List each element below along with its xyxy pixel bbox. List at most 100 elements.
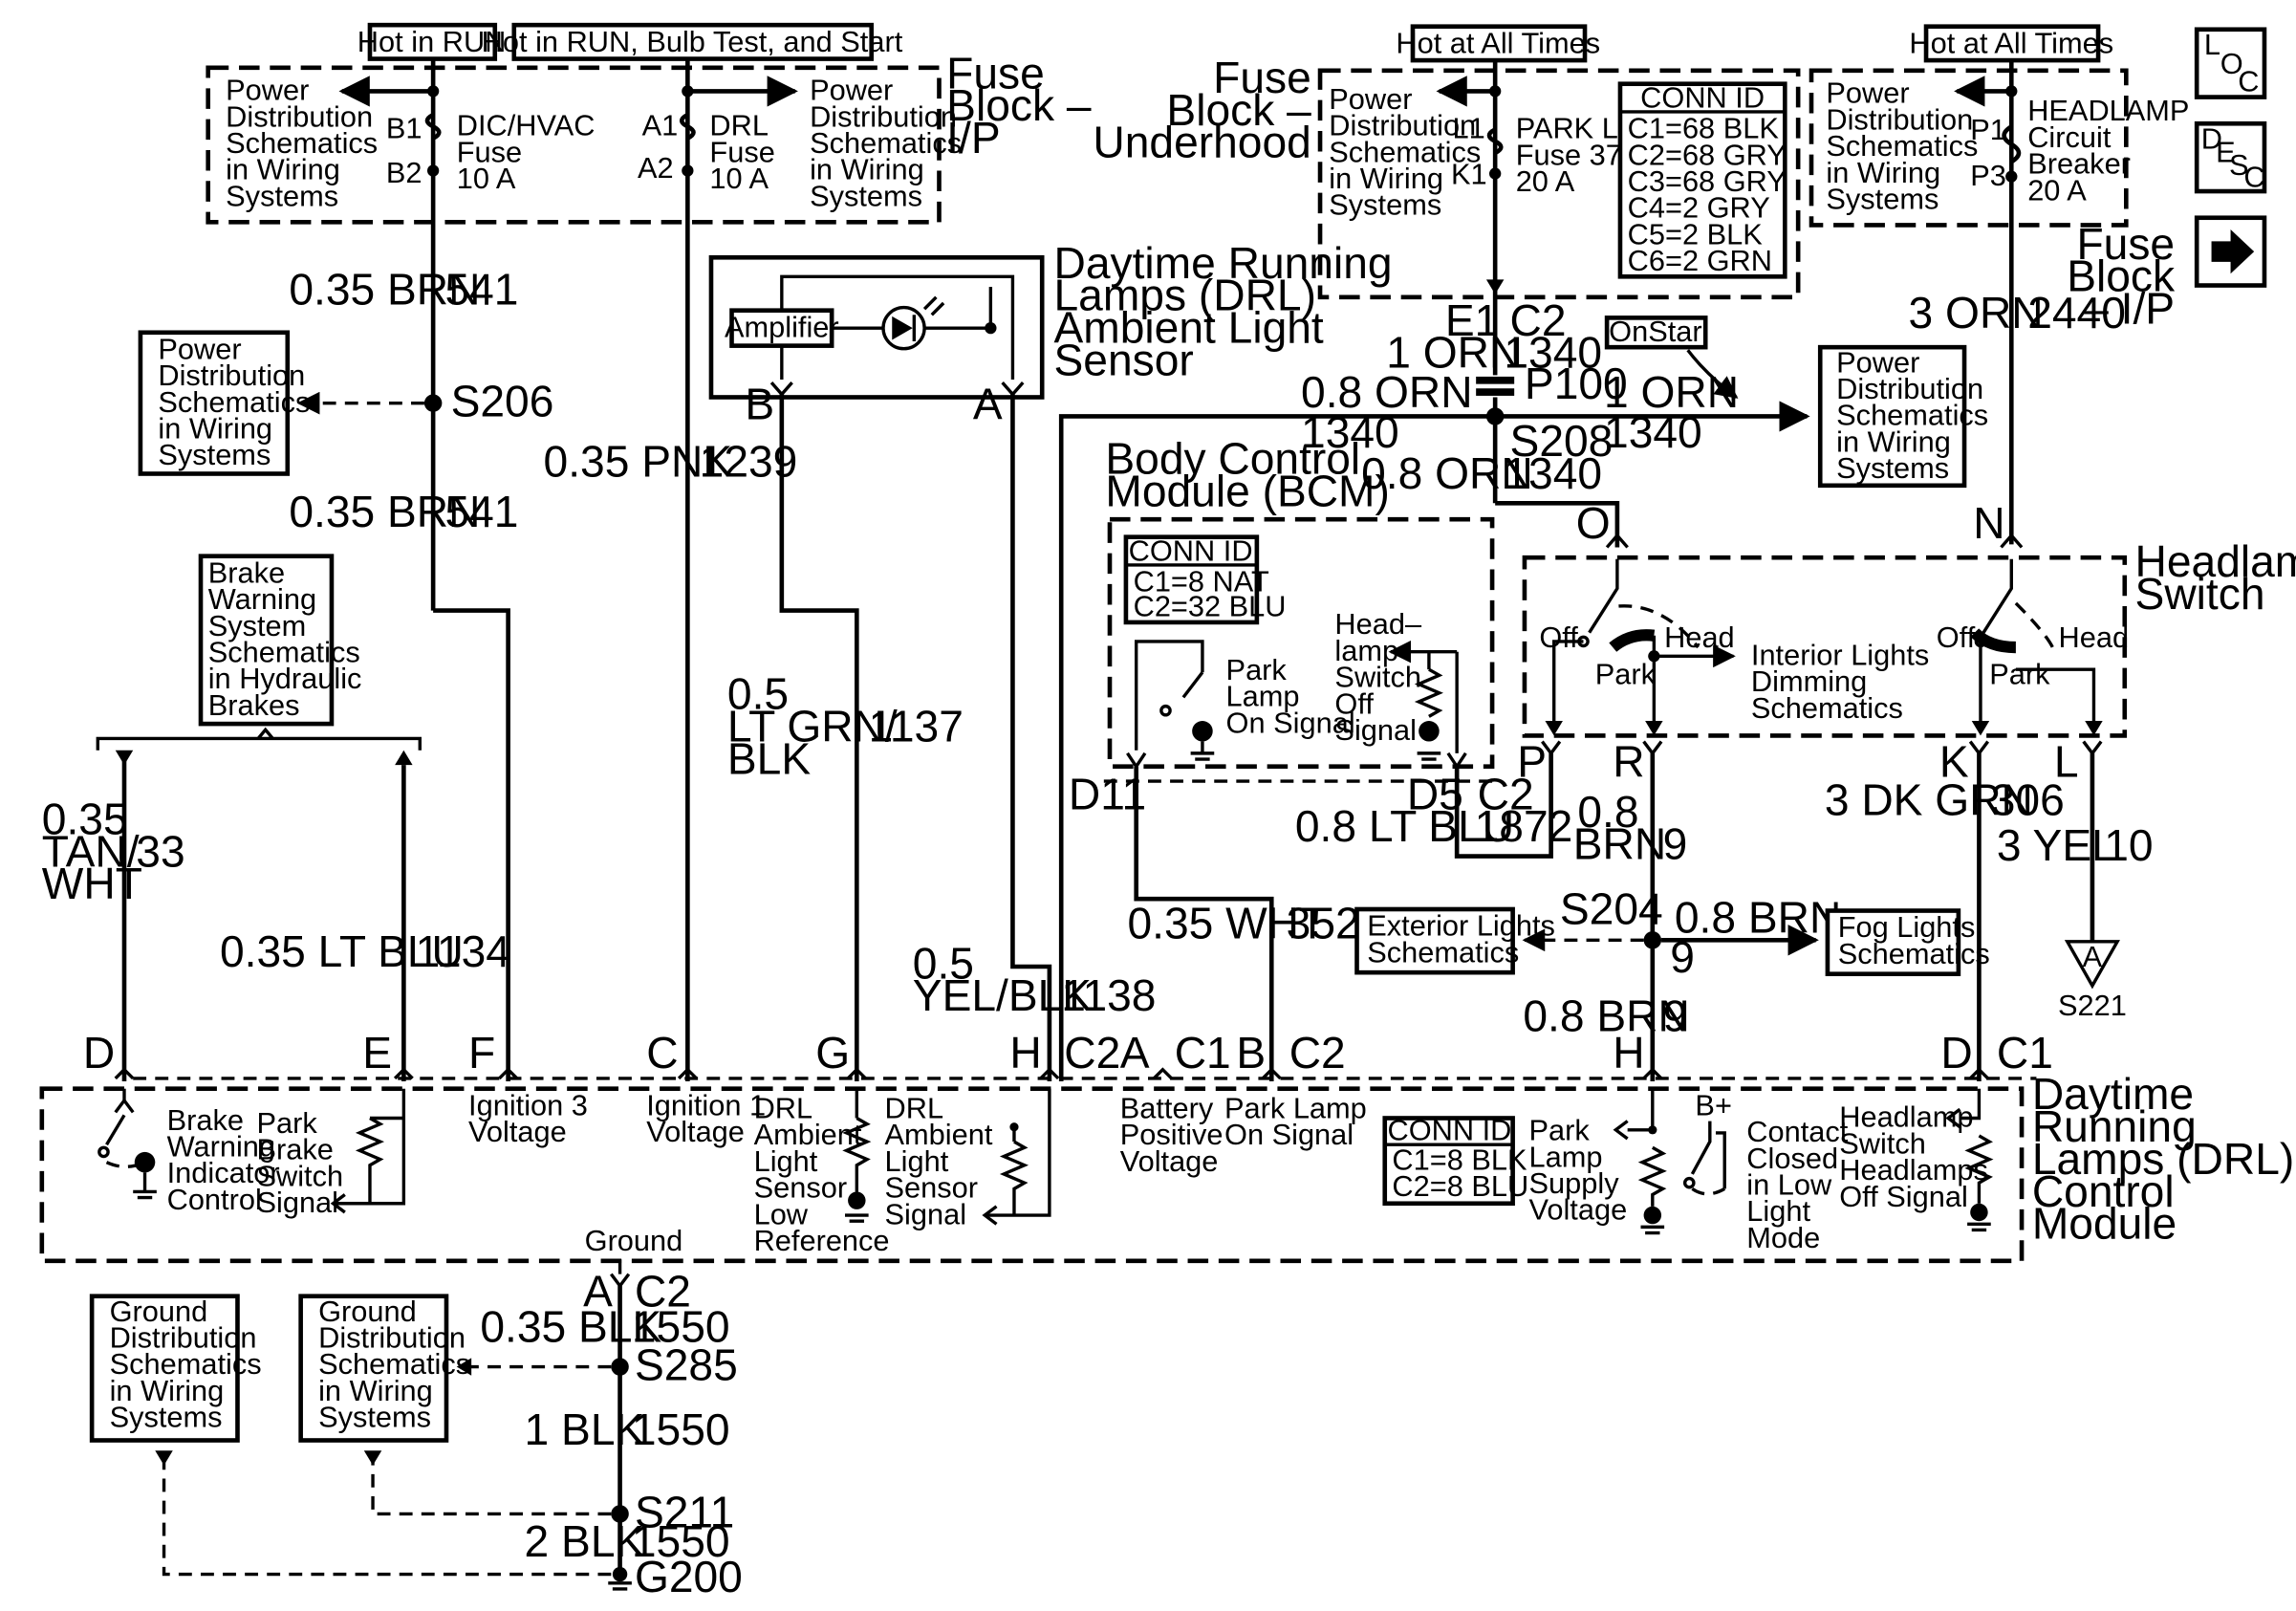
wire-1340b-gauge: 0.8 ORN bbox=[1301, 367, 1473, 417]
svg-text:L1: L1 bbox=[1453, 112, 1485, 145]
svg-text:Ground: Ground bbox=[110, 1295, 208, 1328]
svg-text:C2=32 BLU: C2=32 BLU bbox=[1134, 590, 1287, 623]
svg-text:Ignition 3: Ignition 3 bbox=[468, 1088, 588, 1121]
svg-text:Hot in RUN: Hot in RUN bbox=[357, 25, 507, 58]
svg-text:C4=2 GRY: C4=2 GRY bbox=[1628, 191, 1770, 225]
contact-closed-label: Contact Closed in Low Light Mode bbox=[1746, 1115, 1848, 1254]
svg-text:Interior Lights: Interior Lights bbox=[1751, 639, 1929, 672]
wire-2440-gauge: 3 ORN bbox=[1909, 288, 2044, 337]
fuse-block-ip2-outline bbox=[1809, 68, 2129, 228]
wire-1340a-gauge: 1 ORN bbox=[1386, 328, 1521, 378]
svg-text:Sensor: Sensor bbox=[885, 1171, 978, 1205]
arrow-right-icon bbox=[2211, 229, 2255, 274]
svg-text:S221: S221 bbox=[2058, 989, 2127, 1022]
svg-text:C2: C2 bbox=[1289, 1028, 1346, 1078]
svg-text:Park Lamp: Park Lamp bbox=[1224, 1091, 1367, 1124]
desc-button[interactable]: D E S C bbox=[2194, 120, 2267, 193]
wire-10-circuit: 10 bbox=[2104, 820, 2153, 870]
svg-text:P1: P1 bbox=[1970, 113, 2006, 146]
svg-text:Distribution: Distribution bbox=[1836, 372, 1983, 405]
park-lamp-on-label: Park Lamp On Signal bbox=[1224, 1091, 1367, 1151]
hs-off-1: Off bbox=[1539, 620, 1578, 654]
bcm-pin-d5: D5 bbox=[1407, 769, 1463, 818]
fuse-uh-ref: Power Distribution Schematics in Wiring … bbox=[1329, 82, 1481, 222]
ground-wire1-circuit: 1550 bbox=[632, 1301, 730, 1351]
headlamp-switch-outline bbox=[1522, 555, 2128, 738]
amplifier-label: Amplifier bbox=[725, 310, 839, 343]
dic-hvac-fuse: B1 B2 DIC/HVAC Fuse 10 A bbox=[386, 109, 596, 195]
ground-wire2-gauge: 1 BLK bbox=[525, 1404, 645, 1454]
loc-button[interactable]: L O C bbox=[2194, 27, 2267, 99]
svg-text:Module (BCM): Module (BCM) bbox=[1105, 466, 1390, 515]
svg-text:Supply: Supply bbox=[1529, 1166, 1620, 1200]
svg-text:OnStar: OnStar bbox=[1609, 315, 1701, 348]
svg-text:A2: A2 bbox=[638, 151, 674, 185]
svg-text:D: D bbox=[83, 1028, 115, 1078]
sensor-pin-b: B bbox=[745, 380, 774, 429]
svg-text:Headlamp: Headlamp bbox=[2135, 536, 2296, 586]
svg-text:B: B bbox=[1236, 1028, 1266, 1078]
wire-352-gauge: 0.35 WHT bbox=[1127, 899, 1326, 948]
svg-text:Systems: Systems bbox=[810, 179, 922, 212]
underhood-conn-id: CONN ID C1=68 BLK C2=68 GRY C3=68 GRY C4… bbox=[1617, 80, 1787, 279]
wire-2440-circuit: 2440 bbox=[2027, 288, 2126, 337]
svg-text:CONN ID: CONN ID bbox=[1640, 80, 1765, 114]
svg-text:Park: Park bbox=[1226, 653, 1288, 686]
svg-text:C5=2 BLK: C5=2 BLK bbox=[1628, 217, 1764, 250]
svg-text:in Low: in Low bbox=[1746, 1168, 1832, 1202]
svg-text:Ambient: Ambient bbox=[885, 1118, 993, 1151]
svg-text:Off: Off bbox=[1334, 686, 1374, 720]
headlamps-off-signal-label: Headlamp Switch Headlamps Off Signal bbox=[1839, 1100, 1988, 1213]
ambient-sensor-title: Daytime Running Lamps (DRL) Ambient Ligh… bbox=[1054, 238, 1393, 385]
svg-text:DRL: DRL bbox=[709, 109, 769, 142]
svg-text:C2=68 GRY: C2=68 GRY bbox=[1628, 138, 1787, 171]
svg-text:C1: C1 bbox=[1175, 1028, 1231, 1078]
ground-wire2-circuit: 1550 bbox=[632, 1404, 730, 1454]
svg-text:Closed: Closed bbox=[1746, 1142, 1838, 1175]
svg-text:in Wiring: in Wiring bbox=[1329, 162, 1443, 195]
svg-text:BLK: BLK bbox=[727, 733, 811, 783]
wire-9d-circuit: 9 bbox=[1663, 991, 1688, 1041]
svg-text:lamp: lamp bbox=[1334, 634, 1398, 667]
svg-text:C1=8 BLK: C1=8 BLK bbox=[1392, 1143, 1527, 1176]
fuse-block-ip2-title: Fuse Block – I/P bbox=[2067, 219, 2176, 334]
next-page-button[interactable] bbox=[2194, 215, 2267, 288]
svg-text:Park: Park bbox=[1529, 1114, 1591, 1147]
svg-text:D: D bbox=[2201, 121, 2222, 155]
svg-text:Control: Control bbox=[167, 1183, 262, 1216]
svg-text:Schematics: Schematics bbox=[810, 126, 962, 160]
wire-1137-circuit: 1137 bbox=[869, 702, 964, 751]
svg-text:Battery: Battery bbox=[1120, 1091, 1214, 1124]
svg-text:DIC/HVAC: DIC/HVAC bbox=[457, 109, 596, 142]
s208-power-ref: Power Distribution Schematics in Wiring … bbox=[1817, 344, 1988, 489]
svg-text:Power: Power bbox=[1826, 76, 1909, 110]
s206-power-ref: Power Distribution Schematics in Wiring … bbox=[138, 330, 310, 476]
wire-9b-gauge: 0.8 BRN bbox=[1675, 893, 1841, 943]
wire-1872-gauge: 0.8 LT BLU bbox=[1295, 801, 1514, 851]
headlamp-breaker: P1 P3 HEADLAMP Circuit Breaker 20 A bbox=[1970, 94, 2189, 207]
svg-text:C2: C2 bbox=[1064, 1028, 1120, 1078]
svg-text:A: A bbox=[1120, 1028, 1150, 1078]
svg-text:Voltage: Voltage bbox=[468, 1115, 567, 1148]
wire-1138-circuit: 1138 bbox=[1061, 970, 1156, 1020]
svg-text:Daytime Running: Daytime Running bbox=[1054, 238, 1393, 288]
wire-541b-circuit: 541 bbox=[444, 487, 518, 536]
wire-1340c-circuit: 1340 bbox=[1604, 407, 1702, 457]
svg-text:K1: K1 bbox=[1451, 157, 1487, 190]
svg-text:Signal: Signal bbox=[1334, 713, 1417, 747]
svg-text:in Wiring: in Wiring bbox=[318, 1374, 433, 1407]
svg-text:Indicator: Indicator bbox=[167, 1156, 280, 1189]
hs-pin-r: R bbox=[1613, 736, 1644, 786]
svg-text:Ignition 1: Ignition 1 bbox=[646, 1088, 766, 1121]
svg-text:Voltage: Voltage bbox=[1529, 1193, 1628, 1227]
svg-text:Signal: Signal bbox=[885, 1197, 967, 1230]
svg-text:in Hydraulic: in Hydraulic bbox=[208, 662, 362, 695]
hot-all-times-label-2: Hot at All Times bbox=[1909, 24, 2113, 63]
svg-text:Hot at All Times: Hot at All Times bbox=[1396, 26, 1600, 59]
ign3-label: Ignition 3 Voltage bbox=[468, 1088, 588, 1148]
svg-text:Mode: Mode bbox=[1746, 1221, 1820, 1254]
park-brake-switch-signal-label: Park Brake Switch Signal bbox=[256, 1106, 343, 1219]
splice-s208: S208 bbox=[1510, 416, 1614, 466]
svg-text:Hot at All Times: Hot at All Times bbox=[1909, 26, 2113, 59]
svg-text:A: A bbox=[2083, 940, 2103, 973]
